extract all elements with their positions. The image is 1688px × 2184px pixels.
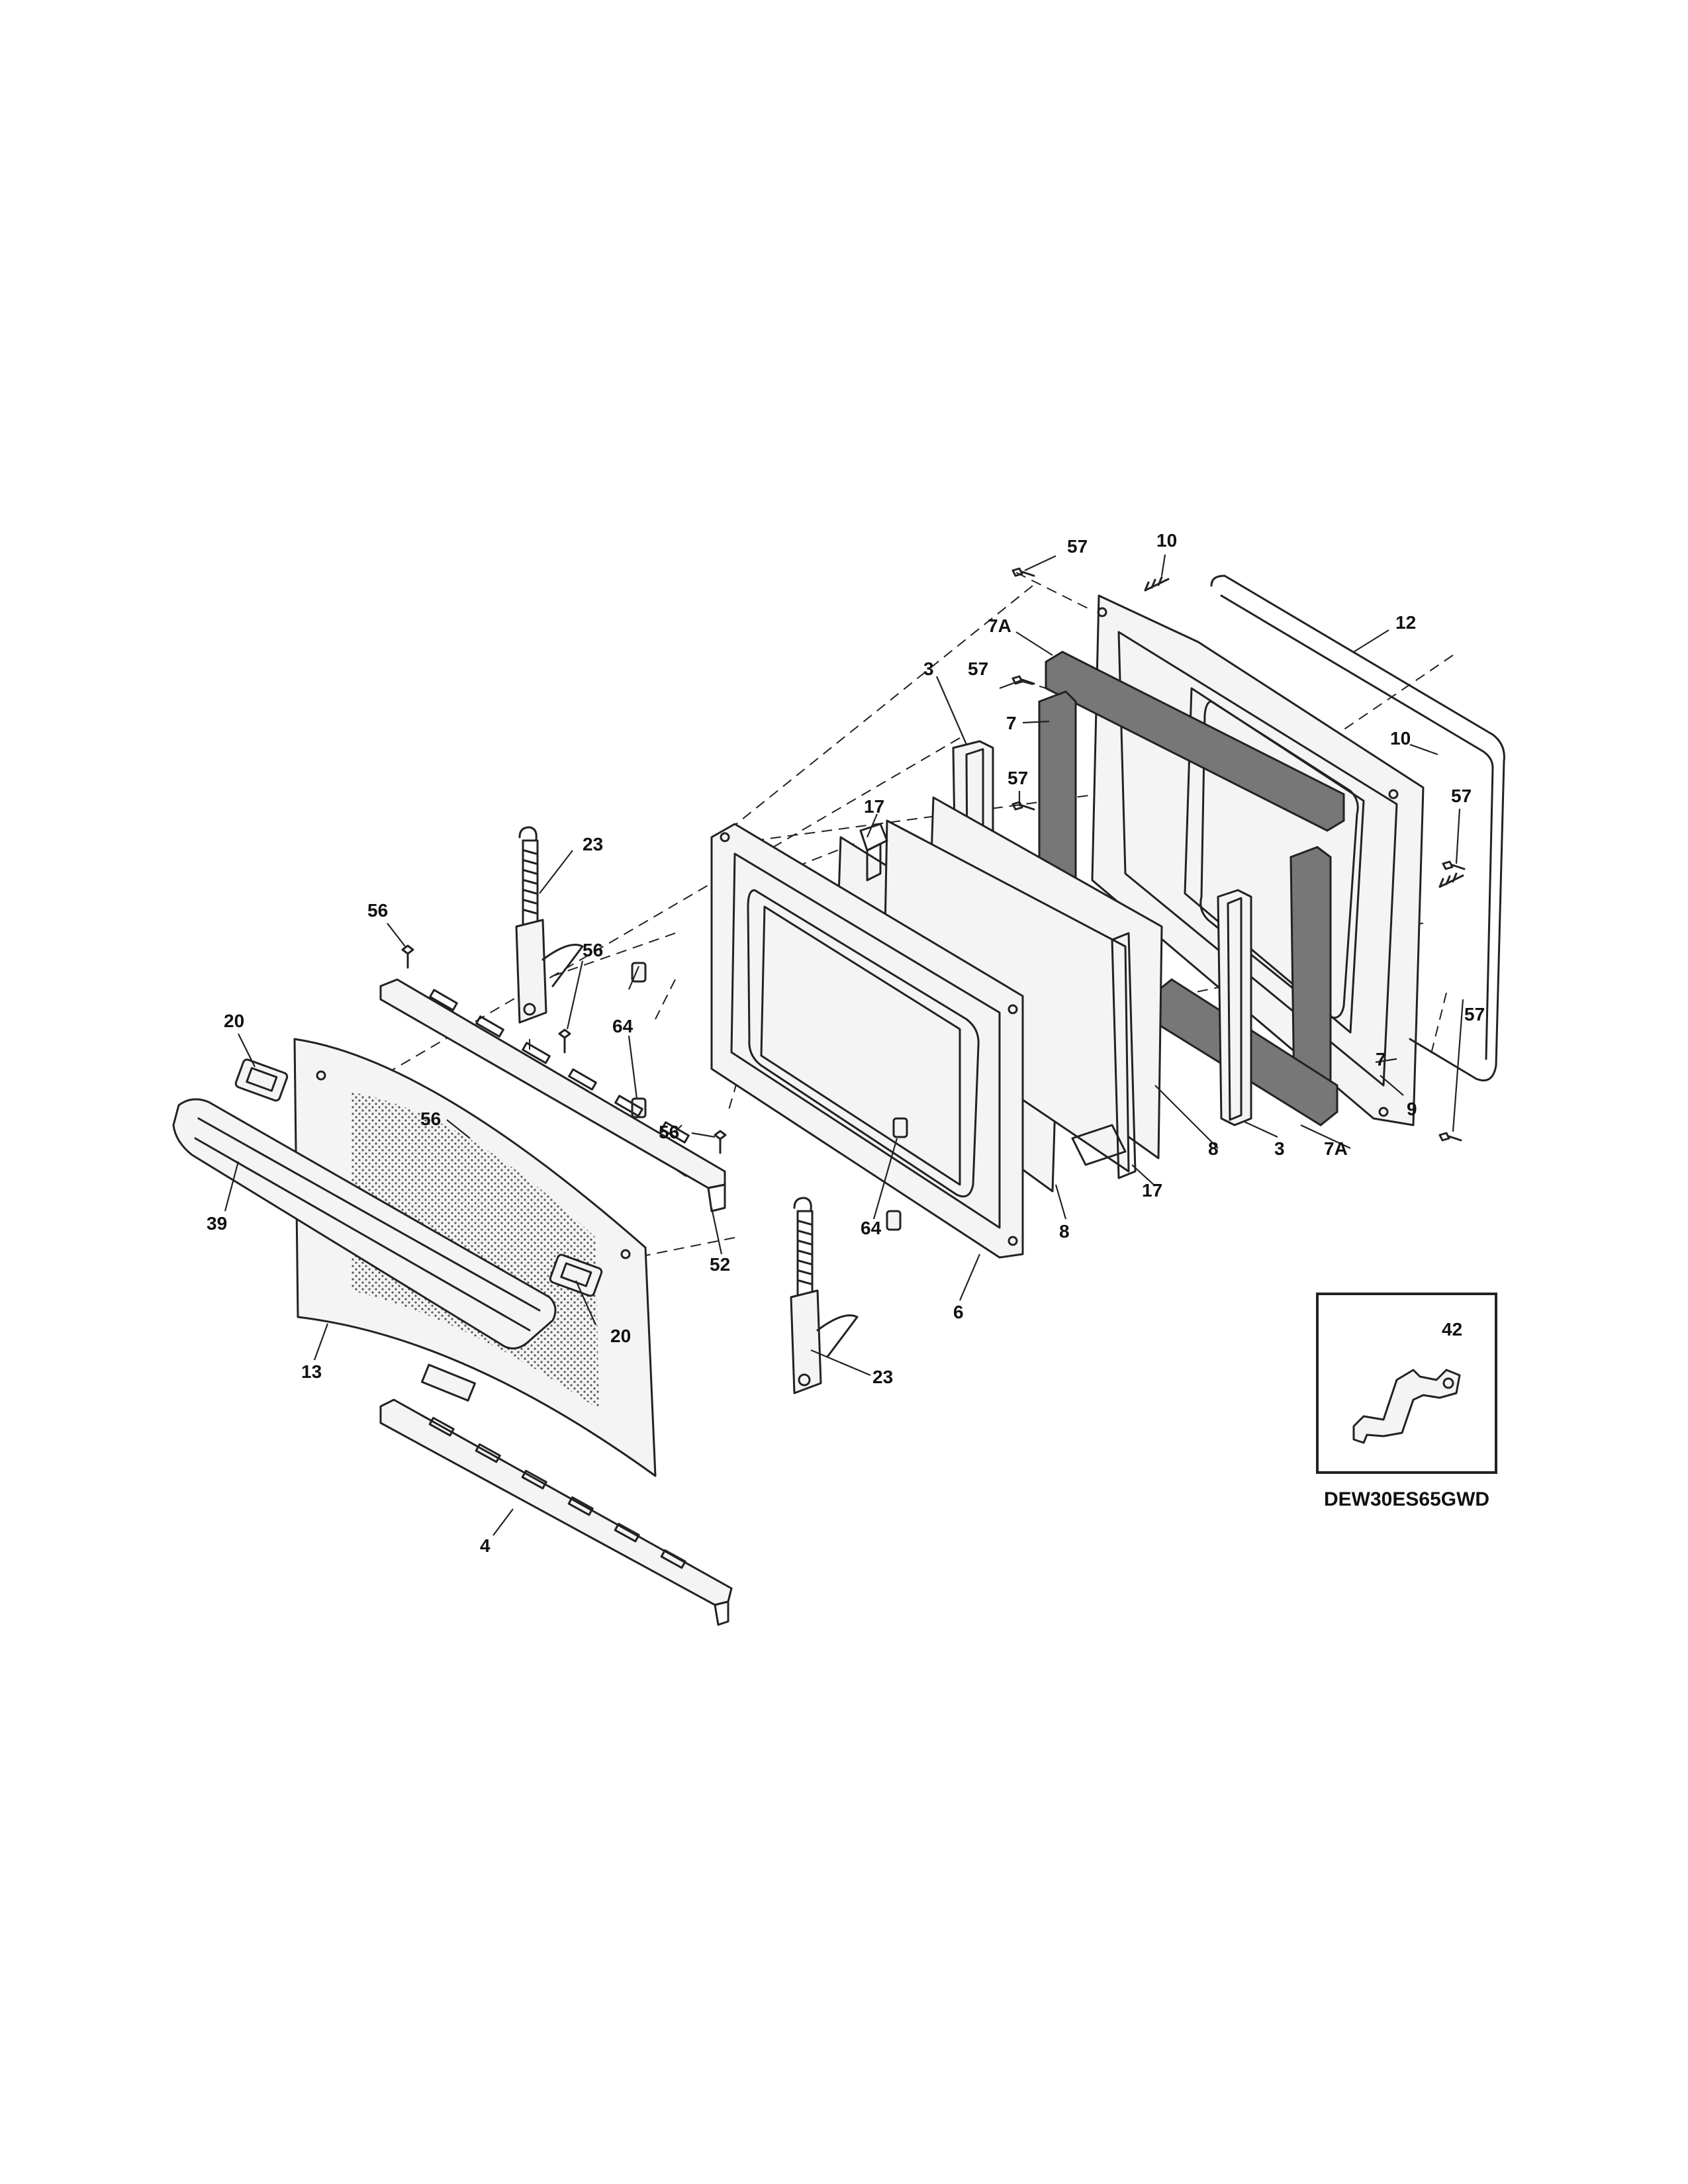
top-vent-trim-part-52 [379,978,726,1212]
callout-10: 10 [1156,530,1177,551]
callout-64: 64 [861,1218,882,1238]
bottom-trim-part-4 [379,1398,733,1626]
callout-6: 6 [953,1302,964,1322]
door-handle-part-39 [172,1098,557,1349]
inset-box [1316,1293,1497,1474]
callout-7: 7 [1376,1049,1386,1069]
callout-8: 8 [1208,1138,1219,1159]
inner-door-frame-part-6 [710,823,1024,1259]
model-number: DEW30ES65GWD [1324,1488,1489,1510]
hinge-part-23-upper [515,826,584,1024]
hinge-part-23-lower [790,1197,859,1394]
callout-7: 7 [1006,713,1017,733]
callout-56: 56 [420,1109,441,1129]
callout-7A: 7A [988,615,1011,636]
callout-52: 52 [710,1254,730,1275]
callout-7A: 7A [1324,1138,1348,1159]
callout-3: 3 [1274,1138,1285,1159]
callout-56: 56 [659,1122,679,1142]
callout-20: 20 [610,1326,631,1346]
callout-4: 4 [480,1535,491,1556]
callout-57: 57 [1451,786,1472,806]
callout-labels: 57 10 12 7A 57 3 7 57 10 57 17 23 56 56 … [207,530,1485,1556]
callout-17: 17 [1142,1180,1162,1201]
callout-17: 17 [864,796,884,817]
callout-20: 20 [224,1011,244,1031]
callout-13: 13 [301,1361,322,1382]
screws-56-57-10 [401,567,1466,1156]
callout-10: 10 [1390,728,1411,749]
callout-3: 3 [923,659,934,679]
callout-57: 57 [1008,768,1028,788]
callout-39: 39 [207,1213,227,1234]
callout-23: 23 [872,1367,893,1387]
callout-42: 42 [1442,1319,1462,1340]
handle-end-caps-part-20 [234,1058,603,1297]
glass-retainer-parts-17 [859,823,1137,1179]
callout-8: 8 [1059,1221,1070,1242]
callout-56: 56 [367,900,388,921]
callout-23: 23 [583,834,603,854]
callout-12: 12 [1395,612,1416,633]
callout-56: 56 [583,940,603,960]
callout-57: 57 [968,659,988,679]
spacer-parts-64 [631,962,908,1231]
door-gasket-part-12 [1210,574,1505,1081]
leader-lines [224,554,1464,1536]
callout-64: 64 [612,1016,633,1036]
callout-57: 57 [1067,536,1088,557]
callout-9: 9 [1407,1099,1417,1119]
callout-57: 57 [1464,1004,1485,1024]
